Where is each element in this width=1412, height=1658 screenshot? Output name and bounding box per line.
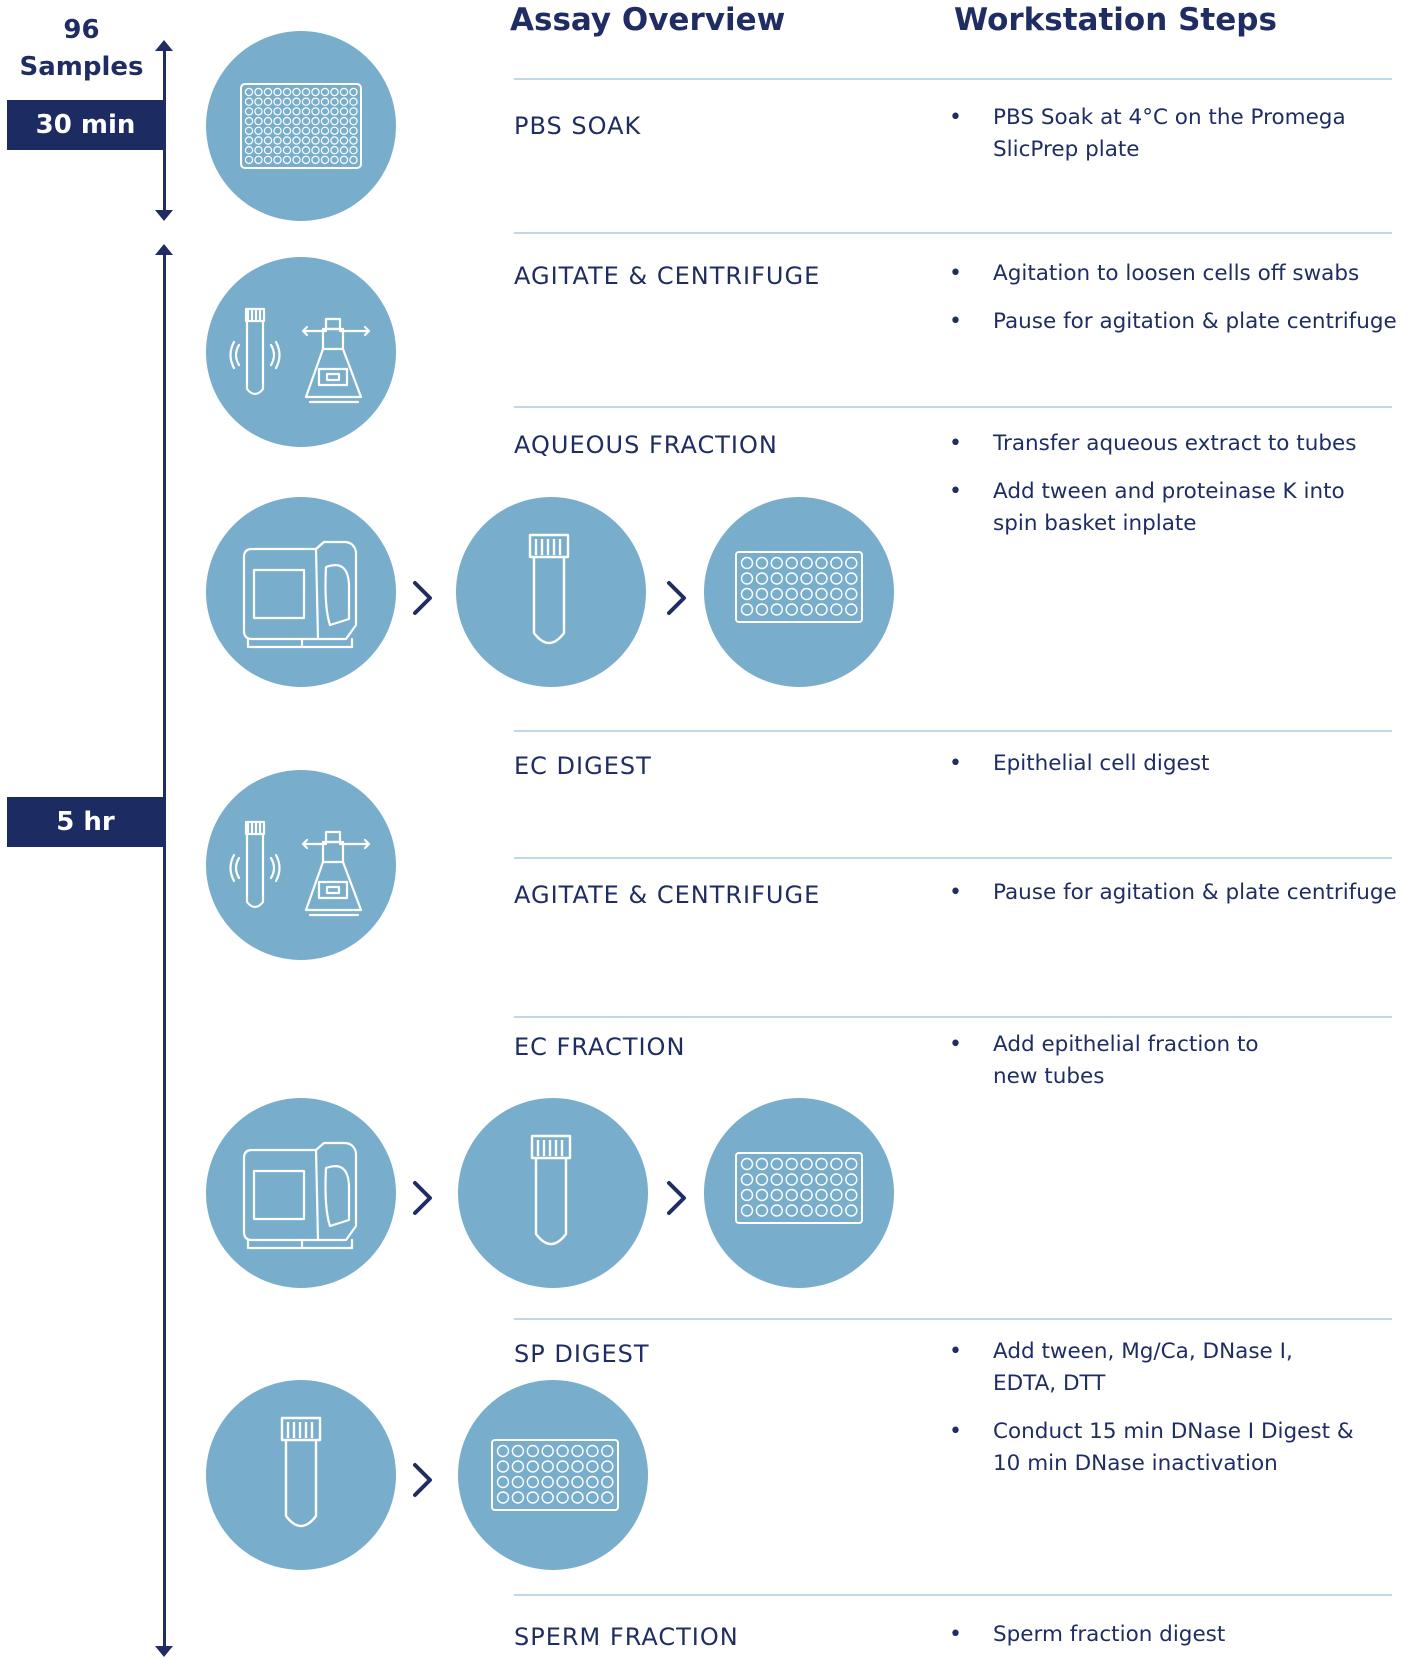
samples-label: 96 Samples (4, 12, 159, 86)
time-badge-5hr-label: 5 hr (56, 807, 115, 837)
step-label-sperm-fraction: SPERM FRACTION (514, 1623, 739, 1651)
bullet-text: Transfer aqueous extract to tubes (993, 431, 1357, 456)
timeline-1-arrow-top (155, 40, 173, 51)
bullet-text: Add epithelial fraction to new tubes (993, 1032, 1259, 1089)
bullet-text: Sperm fraction digest (993, 1622, 1226, 1647)
chevron-right-icon (664, 578, 690, 618)
chevron-right-icon (410, 1460, 436, 1500)
step-label-ec-fraction: EC FRACTION (514, 1033, 686, 1061)
divider (514, 1594, 1392, 1596)
divider (514, 406, 1392, 408)
divider (514, 78, 1392, 80)
agitate-centrifuge-icon (206, 257, 396, 447)
divider (514, 1318, 1392, 1320)
chevron-right-icon (664, 1178, 690, 1218)
time-badge-30min-label: 30 min (35, 110, 136, 140)
step-label-pbs-soak: PBS SOAK (514, 112, 642, 140)
workstation-steps-heading: Workstation Steps (954, 2, 1277, 38)
divider (514, 857, 1392, 859)
assay-overview-heading: Assay Overview (510, 2, 786, 38)
workstation-icon (206, 1098, 396, 1288)
divider (514, 730, 1392, 732)
bullet-text: Conduct 15 min DNase I Digest & 10 min D… (993, 1419, 1354, 1476)
tube-icon (456, 497, 646, 687)
plate-40-icon (458, 1380, 648, 1570)
timeline-2-line (163, 252, 166, 1647)
tube-icon (206, 1380, 396, 1570)
step-label-ec-digest: EC DIGEST (514, 752, 652, 780)
chevron-right-icon (410, 1178, 436, 1218)
timeline-2-arrow-top (155, 244, 173, 255)
bullet-text: Epithelial cell digest (993, 751, 1210, 776)
tube-icon (458, 1098, 648, 1288)
bullet-text: PBS Soak at 4°C on the Promega SlicPrep … (993, 105, 1346, 162)
bullet-text: Pause for agitation & plate centrifuge (993, 880, 1397, 905)
step-label-agitate-centrifuge: AGITATE & CENTRIFUGE (514, 881, 821, 909)
step-label-aqueous-fraction: AQUEOUS FRACTION (514, 431, 778, 459)
samples-count: 96 Samples (19, 15, 144, 82)
plate-40-icon (704, 1098, 894, 1288)
time-badge-5hr: 5 hr (7, 797, 164, 847)
bullet-text: Agitation to loosen cells off swabs (993, 261, 1360, 286)
step-label-agitate-centrifuge: AGITATE & CENTRIFUGE (514, 262, 821, 290)
bullet-text: Add tween, Mg/Ca, DNase I, EDTA, DTT (993, 1339, 1293, 1396)
bullet-text: Add tween and proteinase K into spin bas… (993, 479, 1345, 536)
plate-40-icon (704, 497, 894, 687)
divider (514, 232, 1392, 234)
timeline-2-arrow-bottom (155, 1646, 173, 1657)
time-badge-30min: 30 min (7, 100, 164, 150)
bullet-text: Pause for agitation & plate centrifuge (993, 309, 1397, 334)
step-label-sp-digest: SP DIGEST (514, 1340, 650, 1368)
timeline-1-line (163, 48, 166, 211)
workstation-icon (206, 497, 396, 687)
agitate-centrifuge-icon (206, 770, 396, 960)
divider (514, 1016, 1392, 1018)
plate-96-icon (206, 31, 396, 221)
chevron-right-icon (410, 578, 436, 618)
timeline-1-arrow-bottom (155, 210, 173, 221)
